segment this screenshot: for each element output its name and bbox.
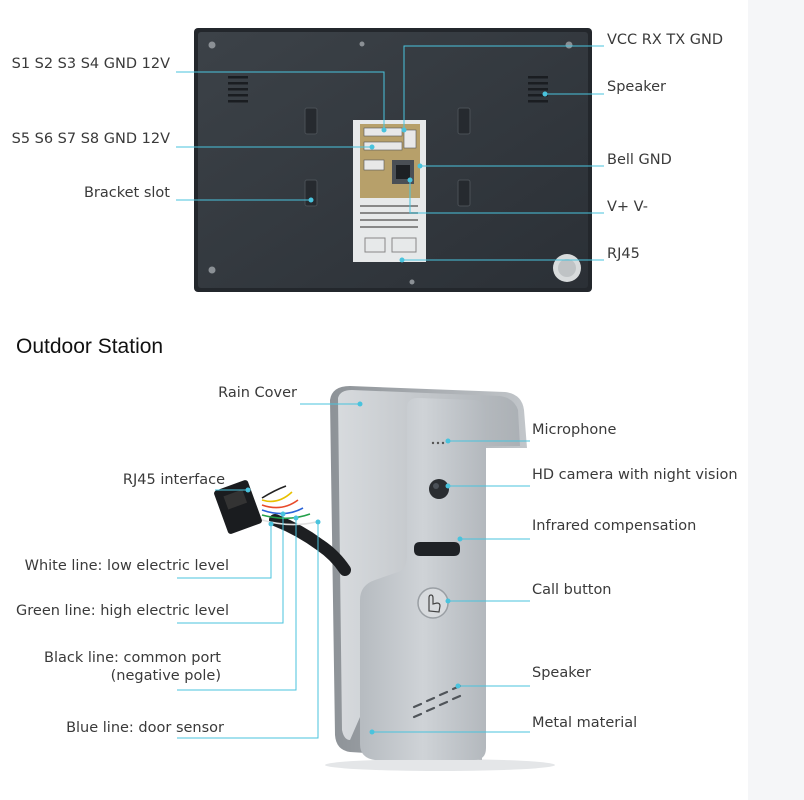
label-rj45-interface: RJ45 interface: [122, 472, 225, 488]
face-plate: [360, 398, 486, 760]
label-metal: Metal material: [532, 715, 638, 731]
label-v-power: V+ V-: [607, 199, 648, 215]
screw-icon: [208, 266, 216, 274]
label-bell-gnd: Bell GND: [607, 152, 672, 168]
rj45-connector: [214, 480, 262, 534]
bracket-slots: [304, 107, 471, 207]
section-title: Outdoor Station: [16, 335, 164, 358]
screw-icon: [208, 41, 216, 49]
label-black-line: Black line: common port (negative pole): [44, 649, 221, 685]
outdoor-station: [214, 386, 555, 771]
camera-icon: [429, 479, 449, 499]
label-rain-cover: Rain Cover: [218, 385, 297, 401]
label-white-line: White line: low electric level: [24, 558, 229, 574]
monitor-speaker-grille-right: [528, 76, 548, 103]
label-infrared: Infrared compensation: [532, 518, 697, 534]
outdoor-callout-lines: [177, 403, 530, 739]
label-s5-s8: S5 S6 S7 S8 GND 12V: [11, 131, 170, 147]
hand-icon: [428, 594, 441, 613]
label-call-button: Call button: [532, 582, 612, 598]
label-rj45: RJ45: [607, 246, 640, 262]
label-s1-s4: S1 S2 S3 S4 GND 12V: [11, 56, 170, 72]
label-vcc-rx-tx-gnd: VCC RX TX GND: [607, 32, 724, 48]
speaker-holes: [412, 684, 462, 719]
microphone-icon: [431, 441, 435, 445]
label-bracket-slot: Bracket slot: [83, 185, 170, 201]
right-background-strip: [748, 0, 804, 800]
label-black-line-2: (negative pole): [110, 668, 221, 684]
label-speaker-outdoor: Speaker: [532, 665, 591, 681]
label-microphone: Microphone: [532, 422, 617, 438]
cable: [269, 514, 351, 576]
label-black-line-1: Black line: common port: [44, 650, 221, 666]
label-green-line: Green line: high electric level: [16, 603, 229, 619]
label-speaker-indoor: Speaker: [607, 79, 666, 95]
indoor-monitor: [194, 28, 592, 292]
monitor-speaker-grille-left: [228, 76, 248, 103]
label-camera: HD camera with night vision: [532, 467, 738, 483]
label-blue-line: Blue line: door sensor: [66, 720, 224, 736]
wires: [261, 485, 317, 526]
infrared-strip: [414, 542, 460, 556]
screw-icon: [565, 41, 573, 49]
indoor-callout-lines: [176, 45, 604, 261]
